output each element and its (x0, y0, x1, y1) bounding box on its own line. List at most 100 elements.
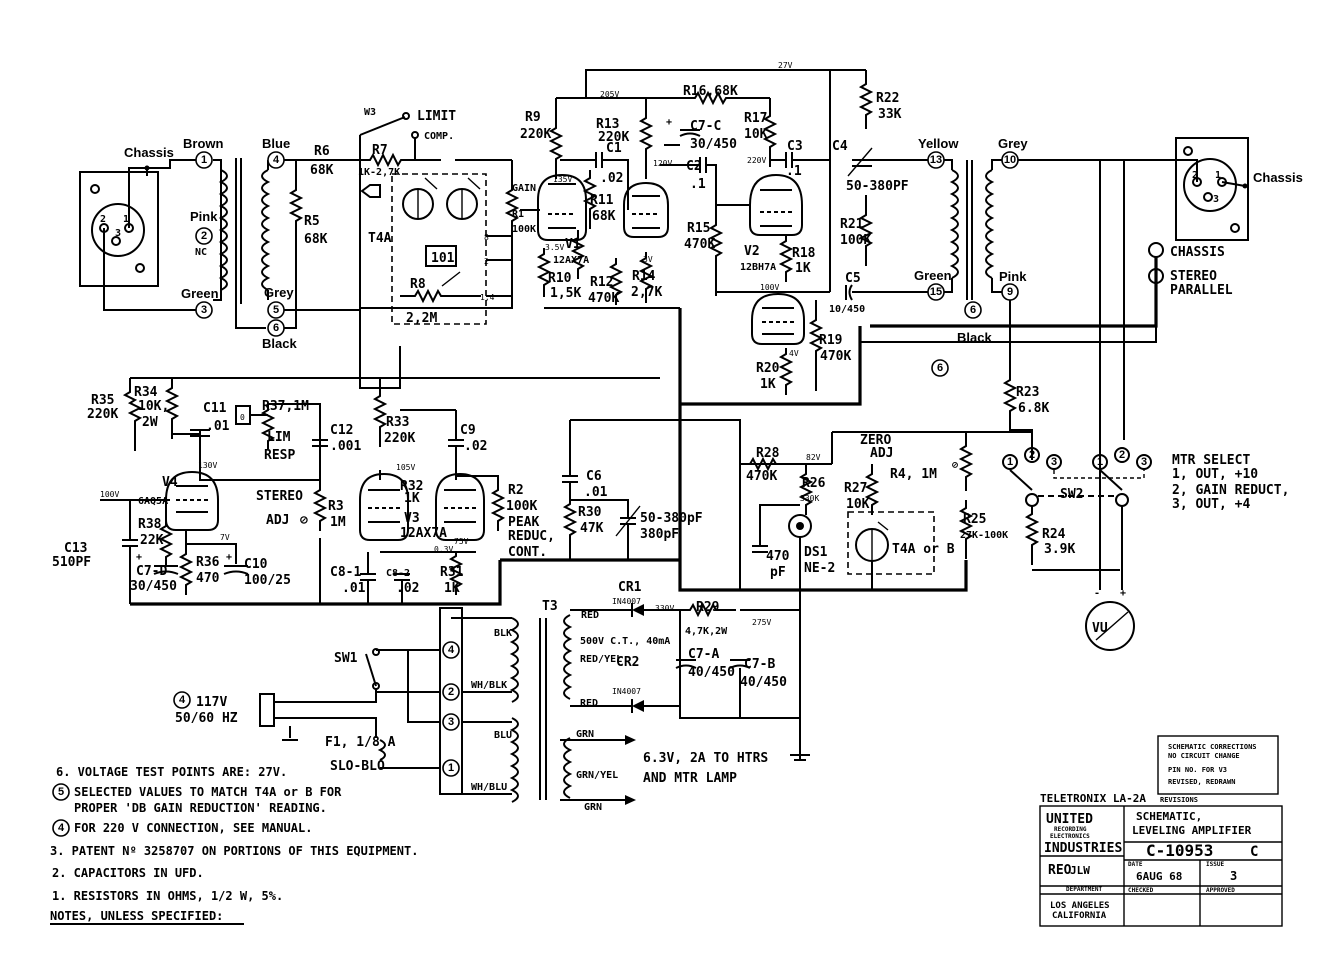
svg-text:6AQ5A: 6AQ5A (138, 496, 168, 507)
svg-text:C13: C13 (64, 541, 87, 556)
svg-text:50-380PF: 50-380PF (846, 179, 909, 194)
svg-text:PARALLEL: PARALLEL (1170, 283, 1233, 298)
svg-text:3: 3 (1051, 456, 1057, 468)
svg-text:ZERO: ZERO (860, 433, 891, 448)
svg-text:4: 4 (179, 694, 186, 706)
svg-text:C4: C4 (832, 139, 848, 154)
svg-text:R20: R20 (756, 361, 780, 376)
svg-text:10: 10 (1004, 154, 1016, 166)
svg-text:40/450: 40/450 (688, 665, 735, 680)
power-supply: CR1 IN4007 330V R29 4,7K,2W 275V CR2 IN4… (173, 580, 810, 813)
svg-text:.1: .1 (690, 177, 706, 192)
svg-text:IN4007: IN4007 (612, 597, 641, 606)
svg-text:4,7K,2W: 4,7K,2W (685, 626, 728, 637)
svg-text:REDUC,: REDUC, (508, 529, 555, 544)
svg-text:3: 3 (1141, 456, 1147, 468)
svg-text:CALIFORNIA: CALIFORNIA (1052, 911, 1107, 921)
svg-text:1, OUT, +10: 1, OUT, +10 (1172, 467, 1258, 482)
svg-text:6: 6 (970, 304, 976, 316)
svg-text:T3: T3 (542, 599, 558, 614)
svg-text:MTR SELECT: MTR SELECT (1172, 453, 1250, 468)
svg-text:101: 101 (431, 251, 455, 266)
svg-text:GRN: GRN (584, 802, 602, 813)
svg-text:SCHEMATIC CORRECTIONS: SCHEMATIC CORRECTIONS (1168, 743, 1257, 751)
note-4: FOR 220 V CONNECTION, SEE MANUAL. (74, 821, 312, 835)
svg-text:12AX7A: 12AX7A (400, 526, 447, 541)
svg-text:C7-C: C7-C (690, 119, 721, 134)
t4a-opto-cell: T4A 101 R8 2,2M 1,4 2 8 (368, 173, 512, 326)
svg-text:220K: 220K (520, 127, 551, 142)
wire-label-nc: NC (195, 247, 207, 258)
svg-text:R33: R33 (386, 415, 409, 430)
svg-text:3, OUT, +4: 3, OUT, +4 (1172, 497, 1250, 512)
svg-text:IN4007: IN4007 (612, 687, 641, 696)
svg-text:C8-2: C8-2 (386, 568, 410, 579)
svg-text:R27: R27 (844, 481, 867, 496)
drawing-number: C-10953 (1146, 841, 1213, 860)
svg-text:R22: R22 (876, 91, 899, 106)
svg-text:4V: 4V (789, 349, 799, 358)
svg-text:pF: pF (770, 565, 786, 580)
wire-label-black-in: Black (262, 336, 297, 351)
svg-text:.01: .01 (584, 485, 608, 500)
svg-text:C1: C1 (606, 141, 622, 156)
svg-text:R6: R6 (314, 144, 330, 159)
svg-text:C8-1: C8-1 (330, 565, 361, 580)
svg-text:5: 5 (273, 304, 279, 316)
svg-text:100K: 100K (512, 224, 536, 235)
svg-text:ISSUE: ISSUE (1206, 861, 1224, 868)
svg-text:C11: C11 (203, 401, 227, 416)
note-1: 1. RESISTORS IN OHMS, 1/2 W, 5%. (52, 889, 283, 903)
svg-text:CR2: CR2 (616, 655, 639, 670)
svg-text:100V: 100V (100, 490, 119, 499)
svg-text:100V: 100V (760, 283, 779, 292)
svg-text:68K: 68K (592, 209, 616, 224)
svg-text:2W: 2W (142, 415, 158, 430)
svg-text:3: 3 (1230, 869, 1237, 883)
svg-text:3: 3 (1213, 194, 1219, 205)
wire-label-brown: Brown (183, 136, 224, 151)
neon-metering: R28 470K 82V R26 330K 470 pF DS1 NE-2 R2… (739, 432, 955, 590)
svg-text:220K: 220K (87, 407, 118, 422)
svg-text:PEAK: PEAK (508, 515, 539, 530)
svg-text:R2: R2 (508, 483, 524, 498)
svg-text:GRN: GRN (576, 729, 594, 740)
resistor-r6-r5: R6 68K R5 68K (288, 144, 360, 311)
wire-label-grey-in: Grey (264, 285, 294, 300)
svg-text:380pF: 380pF (640, 527, 679, 542)
svg-text:C7-A: C7-A (688, 647, 719, 662)
svg-text:120V: 120V (653, 159, 672, 168)
svg-text:0.3V: 0.3V (434, 545, 453, 554)
svg-text:C12: C12 (330, 423, 353, 438)
svg-text:SCHEMATIC,: SCHEMATIC, (1136, 810, 1202, 823)
output-xlr-connector: 2 1 3 Chassis (1018, 137, 1303, 241)
svg-text:470: 470 (196, 571, 220, 586)
svg-text:.01: .01 (206, 419, 230, 434)
svg-text:VU: VU (1092, 621, 1108, 636)
svg-text:ADJ: ADJ (266, 513, 289, 528)
svg-text:50-380pF: 50-380pF (640, 511, 703, 526)
svg-text:135V: 135V (553, 175, 572, 184)
svg-text:BLK: BLK (494, 628, 512, 639)
svg-text:10K: 10K (846, 497, 870, 512)
svg-text:4: 4 (448, 644, 455, 656)
svg-text:R14: R14 (632, 269, 656, 284)
title-block: SCHEMATIC CORRECTIONS NO CIRCUIT CHANGE … (1039, 735, 1283, 927)
input-xlr-connector: 2 1 3 Chassis (79, 145, 197, 311)
svg-text:CR1: CR1 (618, 580, 642, 595)
svg-text:1: 1 (1007, 456, 1013, 468)
svg-text:R25: R25 (963, 512, 986, 527)
svg-text:3: 3 (448, 716, 454, 728)
svg-text:R28: R28 (756, 446, 780, 461)
svg-text:220K: 220K (384, 431, 415, 446)
svg-text:1K: 1K (760, 377, 776, 392)
svg-text:RED/YEL: RED/YEL (580, 654, 622, 665)
svg-text:2: 2 (1119, 449, 1125, 461)
svg-text:2, GAIN REDUCT,: 2, GAIN REDUCT, (1172, 483, 1289, 498)
svg-text:2,7K: 2,7K (631, 285, 662, 300)
svg-text:STEREO: STEREO (1170, 269, 1217, 284)
svg-text:.02: .02 (396, 581, 419, 596)
svg-text:7V: 7V (220, 533, 230, 542)
svg-text:F1, 1/8 A: F1, 1/8 A (325, 735, 396, 750)
